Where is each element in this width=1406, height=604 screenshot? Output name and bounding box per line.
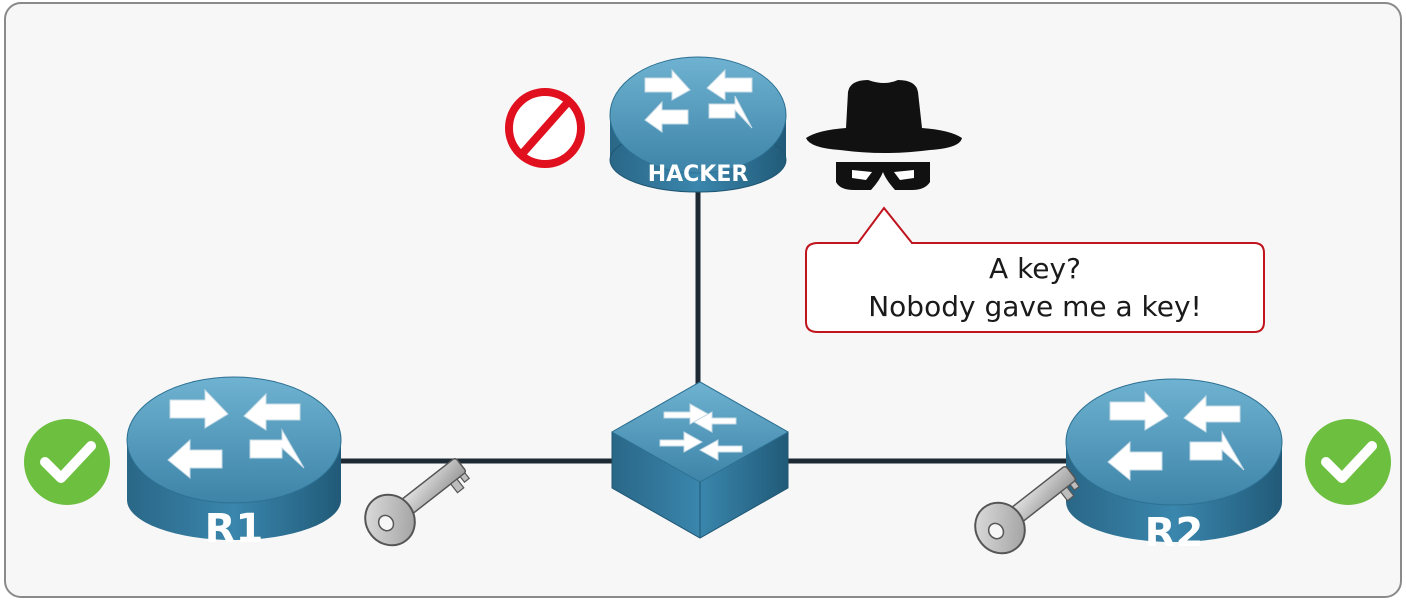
router-icon [1065, 378, 1283, 542]
prohibited-icon [505, 88, 585, 168]
hacker-router: HACKER [609, 56, 787, 193]
r1-check-icon [24, 419, 110, 505]
speech-bubble: A key? Nobody gave me a key! [805, 206, 1265, 333]
r2-router: R2 [1065, 378, 1283, 556]
hacker-label: HACKER [648, 162, 749, 187]
r2-key-icon [974, 465, 1081, 555]
diagram-frame [4, 2, 1402, 598]
speech-line-2: Nobody gave me a key! [868, 290, 1202, 323]
r2-check-icon [1305, 419, 1391, 505]
network-links [330, 190, 1075, 464]
speech-line-1: A key? [989, 252, 1081, 285]
r1-label: R1 [205, 506, 264, 552]
router-icon [126, 376, 342, 540]
router-icon [609, 56, 787, 193]
switch-icon [610, 381, 790, 539]
spy-icon [806, 80, 962, 190]
r2-label: R2 [1145, 510, 1204, 556]
r1-router: R1 [126, 376, 342, 552]
r1-key-icon [364, 457, 471, 547]
